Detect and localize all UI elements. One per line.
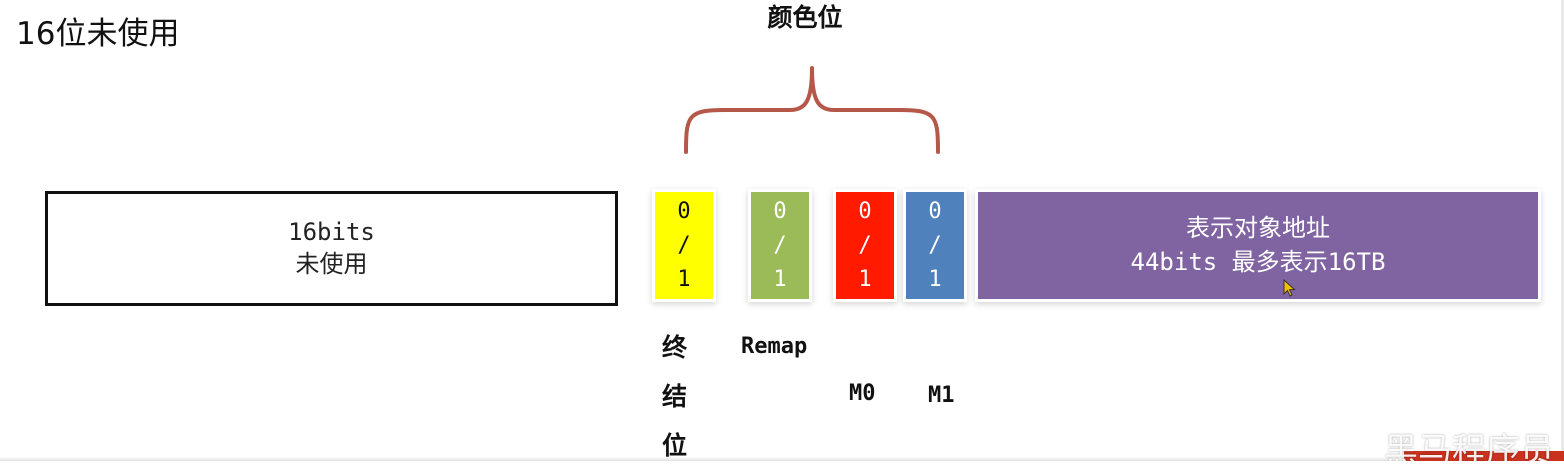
right-edge [1561,0,1564,461]
bit-value-1: 1 [677,266,691,292]
m1-bit-label: M1 [928,383,955,408]
bottom-shadow [0,457,1564,461]
unused-bits-desc: 未使用 [295,249,368,278]
final-bit-label: 终结位 [662,333,688,460]
m1-bit-box: 0 / 1 [906,192,964,299]
unused-bits-box: 16bits 未使用 [45,191,618,306]
bit-value-0: 0 [677,198,691,224]
watermark: 黑马程序员 [1384,415,1564,461]
bit-value-1: 1 [928,266,942,292]
bit-value-separator: / [928,232,942,258]
unused-bits-count: 16bits [288,218,375,247]
remap-bit-box: 0 / 1 [751,192,809,299]
slide-title: 16位未使用 [16,16,180,52]
remap-bit-label: Remap [741,334,808,359]
bit-value-0: 0 [928,198,942,224]
bit-value-separator: / [677,232,691,258]
object-address-title: 表示对象地址 [1186,213,1330,242]
mouse-pointer-icon [1283,279,1296,297]
bit-value-1: 1 [858,266,872,292]
bit-value-separator: / [773,232,787,258]
watermark-text: 黑马程序员 [1384,431,1554,461]
watermark-accent [1404,451,1564,461]
bit-value-0: 0 [858,198,872,224]
curly-brace-icon [684,66,940,154]
bit-value-separator: / [858,232,872,258]
m0-bit-label: M0 [849,381,876,406]
bit-value-1: 1 [773,266,787,292]
bit-value-0: 0 [773,198,787,224]
object-address-box: 表示对象地址 44bits 最多表示16TB [978,192,1538,299]
color-bits-label: 颜色位 [767,3,843,32]
object-address-desc: 44bits 最多表示16TB [1130,247,1386,276]
m0-bit-box: 0 / 1 [836,192,894,299]
final-bit-box: 0 / 1 [655,192,713,299]
